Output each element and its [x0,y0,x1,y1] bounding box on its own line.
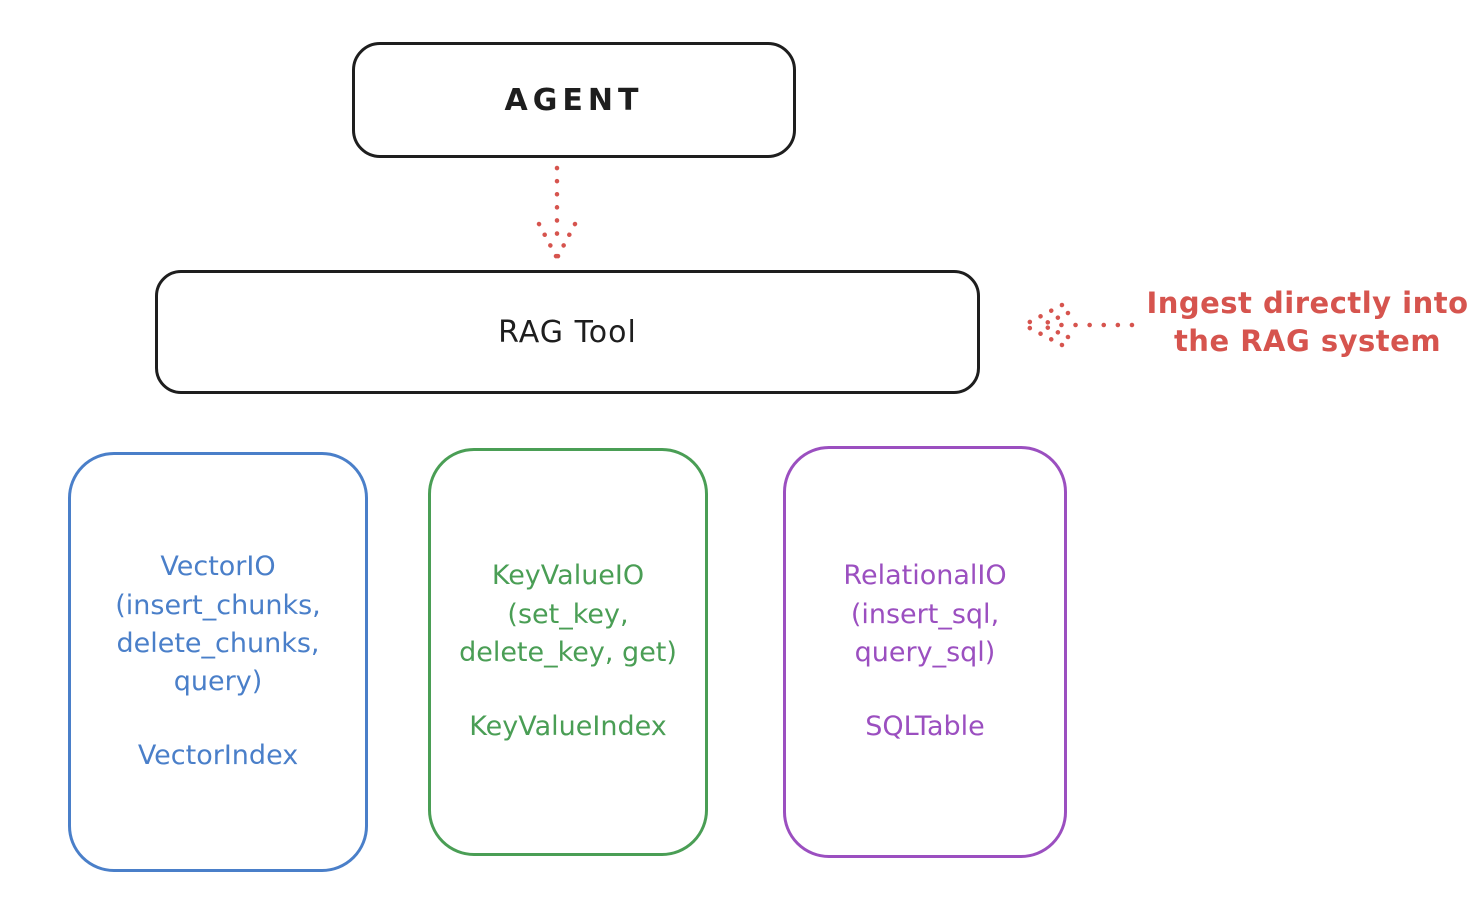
agent-box-label: AGENT [504,82,644,118]
vector-io-box: VectorIO (insert_chunks, delete_chunks, … [68,452,368,872]
relational-io-methods: RelationalIO (insert_sql, query_sql) [843,560,1007,668]
agent-box: AGENT [352,42,796,158]
keyvalue-io-methods: KeyValueIO (set_key, delete_key, get) [459,560,677,668]
keyvalue-index-label: KeyValueIndex [469,711,667,743]
rag-tool-box: RAG Tool [155,270,980,394]
agent-to-ragtool-arrow [536,165,578,261]
relational-io-box: RelationalIO (insert_sql, query_sql) SQL… [783,446,1067,858]
ingest-annotation-text: Ingest directly into the RAG system [1146,286,1469,359]
rag-tool-box-label: RAG Tool [498,314,637,350]
sql-table-label: SQLTable [865,711,985,743]
keyvalue-io-box: KeyValueIO (set_key, delete_key, get) Ke… [428,448,708,856]
vector-io-methods: VectorIO (insert_chunks, delete_chunks, … [115,551,321,698]
ingest-annotation-arrow [1021,302,1135,348]
vector-index-label: VectorIndex [137,740,299,772]
